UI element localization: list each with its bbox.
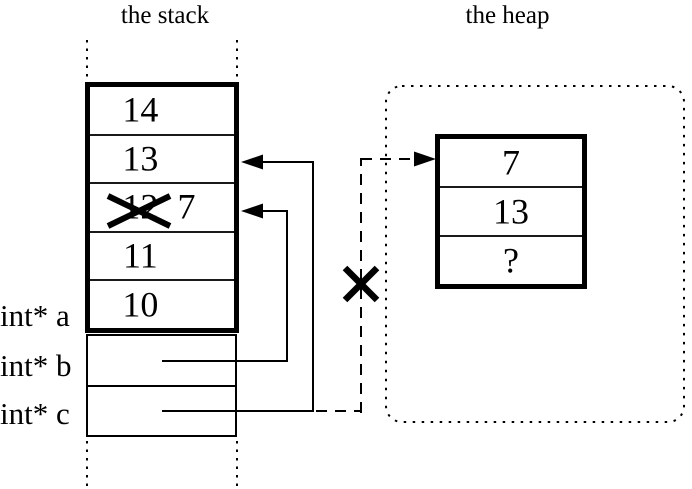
heap-cell: 7 — [440, 139, 582, 188]
pointer-label-b: int* b — [0, 348, 72, 383]
stack-title: the stack — [120, 2, 210, 29]
heap-cell-value: 7 — [502, 141, 520, 182]
pointer-cell-c — [88, 387, 235, 436]
heap-cell: 13 — [440, 188, 582, 237]
arrowhead-left-icon — [241, 203, 263, 219]
stack-cell-value: 13 — [122, 138, 159, 179]
stack-cell-value: 14 — [122, 89, 159, 130]
pointer-variable-cells — [86, 334, 237, 437]
heap-cell-value: ? — [503, 239, 519, 280]
stack-cell: 10 — [90, 281, 234, 328]
stack-frame-box: 14 13 12 7 11 10 — [85, 82, 239, 333]
stack-cell-value: 11 — [123, 235, 158, 276]
new-value: 7 — [177, 186, 196, 227]
stack-cell-value: 10 — [122, 283, 159, 324]
heap-cell-value: 13 — [493, 190, 529, 231]
stack-cell-overwritten: 12 7 — [90, 184, 234, 233]
crossed-out-old-value: 12 — [122, 186, 159, 227]
broken-heap-pointer-dashed-line — [316, 158, 414, 413]
pointer-label-a: int* a — [0, 298, 70, 333]
heap-cell: ? — [440, 237, 582, 284]
stack-cell: 14 — [90, 87, 234, 136]
pointer-cell-b — [88, 336, 235, 387]
arrowhead-right-icon — [414, 151, 436, 167]
broken-pointer-x-icon — [342, 265, 380, 303]
pointer-label-c: int* c — [0, 396, 70, 431]
stack-cell: 13 — [90, 136, 234, 185]
stack-cell: 11 — [90, 233, 234, 282]
arrowhead-left-icon — [241, 154, 263, 170]
heap-block-box: 7 13 ? — [435, 134, 587, 289]
heap-title: the heap — [465, 2, 550, 29]
